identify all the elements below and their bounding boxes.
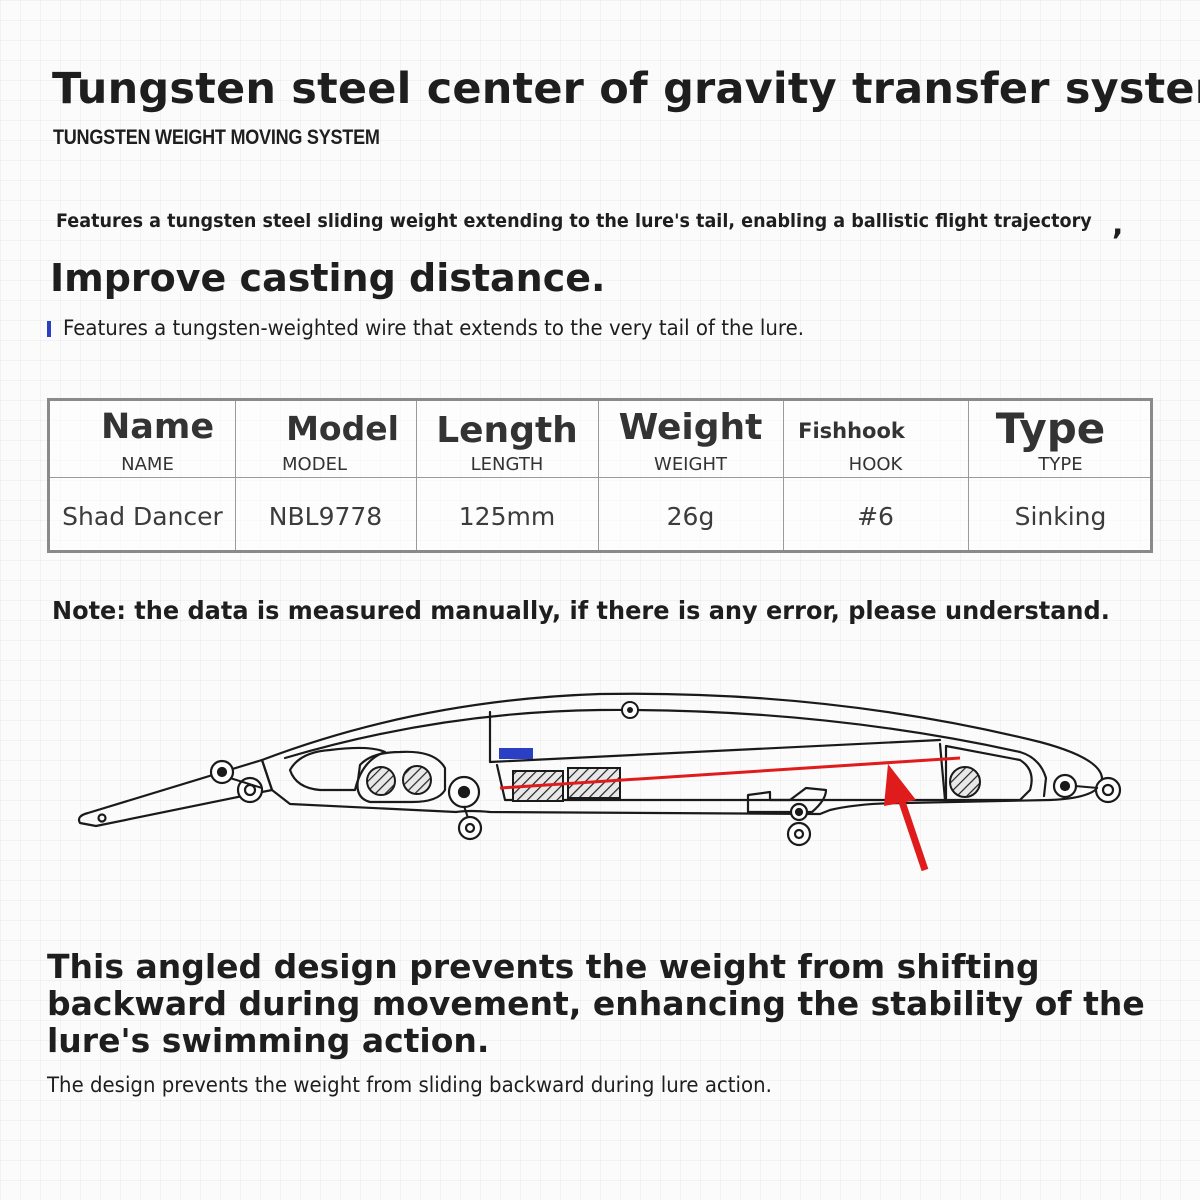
header-length: Length LENGTH	[416, 401, 598, 477]
casting-heading: Improve casting distance.	[50, 256, 606, 300]
column-divider	[968, 401, 969, 550]
header-name-sublabel: NAME	[121, 454, 174, 475]
header-weight-label: Weight	[618, 407, 763, 448]
header-fishhook-label: Fishhook	[798, 419, 905, 443]
row-divider	[50, 477, 1150, 478]
header-name-label: Name	[100, 407, 215, 447]
header-model-label: Model	[286, 409, 399, 448]
page-subtitle: TUNGSTEN WEIGHT MOVING SYSTEM	[53, 126, 380, 149]
header-length-label: Length	[436, 410, 578, 451]
cell-model: NBL9778	[268, 502, 383, 531]
header-length-sublabel: LENGTH	[470, 454, 544, 475]
red-arrow-head	[884, 764, 916, 806]
header-type-label: Type	[995, 404, 1106, 453]
bullet-marker	[47, 321, 51, 337]
stability-caption: The design prevents the weight from slid…	[47, 1073, 772, 1097]
column-divider	[598, 401, 599, 550]
header-name: Name NAME	[70, 401, 245, 477]
header-fishhook: Fishhook HOOK	[783, 401, 968, 477]
lure-cross-section-diagram	[77, 692, 1122, 872]
header-weight: Weight WEIGHT	[598, 401, 783, 477]
bullet-text: Features a tungsten-weighted wire that e…	[63, 316, 804, 340]
measurement-note: Note: the data is measured manually, if …	[52, 596, 1110, 625]
header-type: Type TYPE	[968, 401, 1153, 477]
lure-inner-line	[283, 708, 1048, 798]
header-fishhook-sublabel: HOOK	[848, 454, 903, 475]
column-divider	[783, 401, 784, 550]
column-divider	[235, 401, 236, 550]
blue-marker	[499, 748, 533, 759]
header-model: Model MODEL	[250, 401, 435, 477]
lure-body-outline	[260, 692, 1104, 816]
header-model-sublabel: MODEL	[282, 454, 347, 475]
header-weight-sublabel: WEIGHT	[654, 454, 727, 475]
feature-description: Features a tungsten steel sliding weight…	[56, 210, 1092, 232]
rattle-chamber	[356, 750, 447, 804]
spec-table: Name NAME Model MODEL Length LENGTH Weig…	[47, 398, 1153, 553]
feature-comma: ,	[1112, 207, 1124, 242]
header-type-sublabel: TYPE	[1038, 454, 1083, 475]
column-divider	[416, 401, 417, 550]
tail-chamber	[944, 744, 1033, 802]
cell-name: Shad Dancer	[62, 502, 223, 531]
cell-type: Sinking	[1014, 502, 1107, 531]
cell-length: 125mm	[458, 502, 556, 531]
weight-rail	[488, 710, 942, 764]
page-title: Tungsten steel center of gravity transfe…	[52, 64, 1200, 114]
stability-heading: This angled design prevents the weight f…	[47, 947, 1145, 1060]
cell-hook: #6	[857, 502, 894, 531]
tungsten-wire	[499, 756, 961, 790]
cell-weight: 26g	[666, 502, 715, 531]
